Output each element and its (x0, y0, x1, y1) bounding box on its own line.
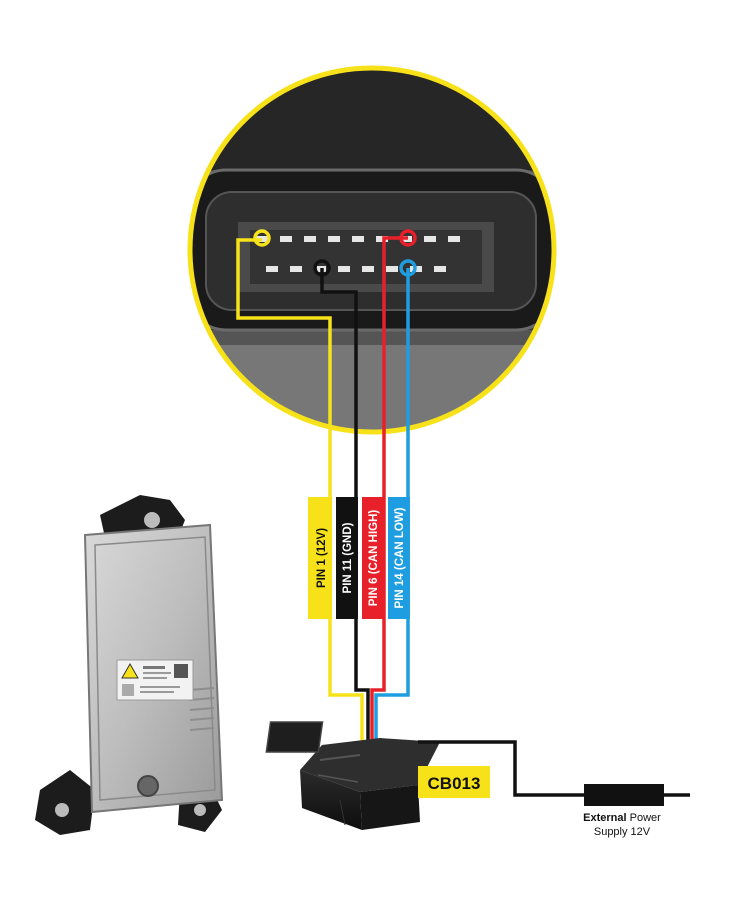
label-pin14-text: PIN 14 (CAN LOW) (394, 507, 406, 608)
pin6-marker (399, 229, 417, 247)
wire-pin14-can-low (374, 268, 410, 755)
label-pin1-text: PIN 1 (12V) (316, 528, 328, 588)
pin-row-top (256, 236, 460, 242)
power-supply-rest: Power (627, 812, 662, 824)
power-supply-bold: External (583, 812, 626, 824)
label-pin14: PIN 14 (CAN LOW) (388, 497, 410, 619)
power-cable (418, 740, 690, 806)
cb013-label: CB013 (418, 766, 490, 798)
wire-pin6-can-high (370, 236, 408, 755)
pin11-marker (313, 259, 331, 277)
wire-pin11-gnd (320, 268, 370, 755)
wire-paths (236, 236, 410, 755)
pin-labels: PIN 1 (12V) PIN 11 (GND) PIN 6 (CAN HIGH… (308, 497, 410, 619)
label-pin6: PIN 6 (CAN HIGH) (362, 497, 384, 619)
wire-pin1-12v (236, 238, 364, 755)
power-supply-label-line2: Supply 12V (594, 826, 651, 838)
power-supply-block (584, 784, 664, 806)
cb013-device (265, 721, 440, 830)
label-pin11: PIN 11 (GND) (336, 497, 358, 619)
cb013-label-text: CB013 (428, 774, 481, 793)
label-pin1: PIN 1 (12V) (308, 497, 332, 619)
power-supply-label-line1: External Power (583, 812, 661, 824)
label-pin6-text: PIN 6 (CAN HIGH) (368, 510, 380, 607)
label-pin11-text: PIN 11 (GND) (342, 522, 354, 593)
pin14-marker (399, 259, 417, 277)
pin1-marker (253, 229, 271, 247)
ecu-module (35, 495, 224, 835)
